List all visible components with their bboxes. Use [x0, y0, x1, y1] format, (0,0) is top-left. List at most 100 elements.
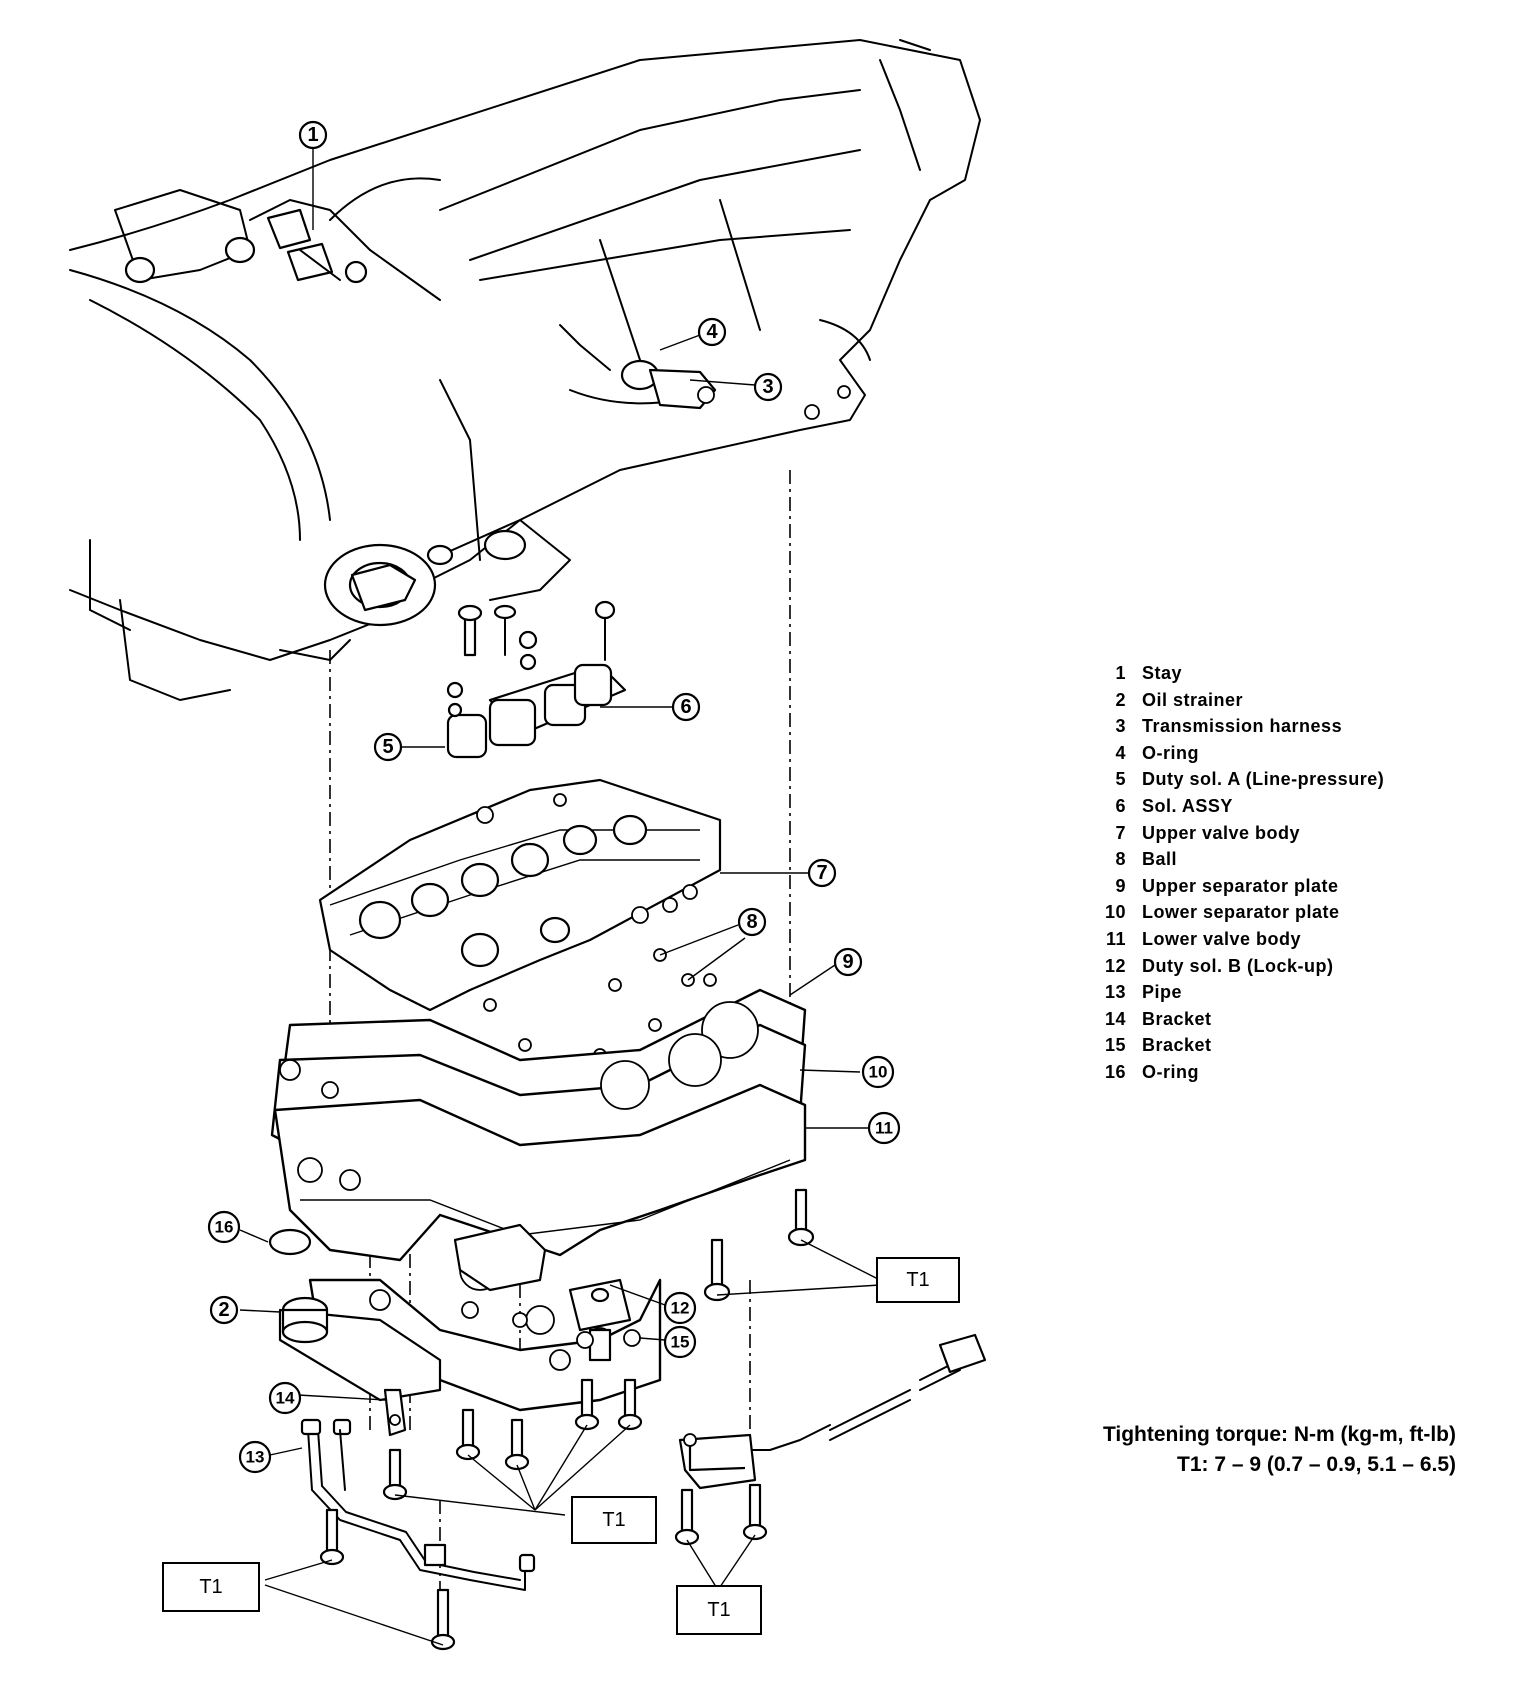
- svg-text:10: 10: [869, 1063, 888, 1082]
- legend-item-number: 1: [1115, 663, 1126, 683]
- legend-item: 4 O-ring: [1092, 740, 1384, 767]
- svg-text:3: 3: [762, 376, 773, 398]
- upper-valve-body: [318, 778, 722, 1012]
- svg-text:2: 2: [218, 1299, 229, 1321]
- callout-5: 5: [373, 732, 403, 762]
- legend-item-label: Ball: [1142, 849, 1178, 870]
- legend-item-number: 13: [1104, 982, 1126, 1003]
- legend-item-label: Lower valve body: [1142, 928, 1302, 949]
- oil-strainer: [268, 1228, 442, 1402]
- torque-t1-spec: T1: 7 – 9 (0.7 – 0.9, 5.1 – 6.5): [1177, 1453, 1456, 1476]
- svg-text:15: 15: [671, 1333, 690, 1352]
- callout-15: 15: [663, 1325, 697, 1359]
- legend-item-label: Lower separator plate: [1142, 902, 1340, 923]
- torque-heading: Tightening torque: N-m (kg-m, ft-lb): [1102, 1423, 1456, 1446]
- legend-item: 14 Bracket: [1092, 1006, 1384, 1033]
- legend-item: 12 Duty sol. B (Lock-up): [1092, 953, 1384, 980]
- svg-text:1: 1: [307, 124, 318, 146]
- pipe: [300, 1388, 536, 1591]
- svg-text:6: 6: [680, 696, 691, 718]
- legend-item-label: Transmission harness: [1142, 716, 1343, 737]
- legend-item-number: 12: [1104, 955, 1126, 976]
- bolts: [319, 604, 815, 1651]
- svg-text:T1: T1: [602, 1509, 625, 1531]
- legend-item: 15 Bracket: [1092, 1032, 1384, 1059]
- legend-item-label: O-ring: [1142, 742, 1199, 763]
- legend-item-number: 7: [1115, 822, 1126, 843]
- solenoid-assembly: [446, 600, 627, 759]
- svg-text:4: 4: [706, 321, 718, 343]
- legend-item: 11 Lower valve body: [1092, 926, 1384, 953]
- svg-text:T1: T1: [906, 1269, 929, 1291]
- parts-legend: 1 Stay 2 Oil strainer 3 Transmission harnes…: [1092, 660, 1384, 1086]
- callout-3: 3: [753, 372, 783, 402]
- t1-box-lower-right: T1: [676, 1585, 762, 1635]
- legend-item-number: 4: [1115, 742, 1126, 763]
- legend-item: 7 Upper valve body: [1092, 820, 1384, 847]
- duty-solenoid-b: [453, 1223, 641, 1362]
- callout-13: 13: [238, 1440, 272, 1474]
- callouts: 1 4 3 6 5 7 8 9 10 11 16 2 12 15 14 13: [207, 120, 901, 1474]
- legend-item-number: 15: [1104, 1035, 1126, 1056]
- t1-labels: T1 T1 T1 T1: [162, 1257, 960, 1635]
- callout-11: 11: [867, 1111, 901, 1145]
- legend-item-number: 2: [1115, 689, 1126, 710]
- legend-item-label: Duty sol. B (Lock-up): [1142, 955, 1334, 976]
- svg-text:14: 14: [276, 1389, 295, 1408]
- legend-item: 2 Oil strainer: [1092, 687, 1384, 714]
- legend-item-label: Upper separator plate: [1142, 875, 1339, 896]
- legend-item-number: 11: [1105, 928, 1126, 949]
- legend-item: 13 Pipe: [1092, 979, 1384, 1006]
- callout-10: 10: [861, 1055, 895, 1089]
- legend-item-number: 9: [1115, 875, 1126, 896]
- callout-14: 14: [268, 1381, 302, 1415]
- legend-item-number: 10: [1104, 902, 1126, 923]
- leader-lines: [239, 148, 881, 1646]
- svg-text:12: 12: [671, 1299, 690, 1318]
- callout-9: 9: [833, 947, 863, 977]
- t1-box-upper-right: T1: [876, 1257, 960, 1303]
- torque-note: Tightening torque: N-m (kg-m, ft-lb) T1:…: [1020, 1420, 1456, 1480]
- legend-item-label: O-ring: [1142, 1061, 1199, 1082]
- legend-item: 5 Duty sol. A (Line-pressure): [1092, 766, 1384, 793]
- legend-item-label: Pipe: [1142, 982, 1183, 1003]
- svg-text:5: 5: [382, 736, 393, 758]
- callout-8: 8: [737, 907, 767, 937]
- svg-text:9: 9: [842, 951, 853, 973]
- legend-item: 9 Upper separator plate: [1092, 873, 1384, 900]
- svg-text:T1: T1: [707, 1599, 730, 1621]
- callout-6: 6: [671, 692, 701, 722]
- legend-item-number: 5: [1115, 769, 1126, 790]
- harness-connector: [678, 1333, 987, 1490]
- legend-item-label: Sol. ASSY: [1142, 795, 1233, 816]
- svg-text:11: 11: [875, 1119, 893, 1138]
- legend-item-label: Duty sol. A (Line-pressure): [1142, 769, 1385, 790]
- legend-item-label: Bracket: [1142, 1008, 1212, 1029]
- svg-text:13: 13: [246, 1448, 265, 1467]
- svg-text:7: 7: [816, 862, 827, 884]
- legend-item-label: Upper valve body: [1142, 822, 1301, 843]
- legend-item-label: Stay: [1142, 663, 1183, 683]
- callout-2: 2: [209, 1295, 239, 1325]
- callout-4: 4: [697, 317, 727, 347]
- legend-item-number: 14: [1104, 1008, 1126, 1029]
- legend-item: 1 Stay: [1092, 660, 1384, 687]
- legend-item-label: Bracket: [1142, 1035, 1212, 1056]
- legend-item-number: 3: [1115, 716, 1126, 737]
- callout-7: 7: [807, 858, 837, 888]
- legend-item: 10 Lower separator plate: [1092, 899, 1384, 926]
- callout-1: 1: [298, 120, 328, 150]
- svg-text:16: 16: [215, 1218, 234, 1237]
- svg-text:8: 8: [746, 911, 757, 933]
- legend-item-number: 16: [1104, 1061, 1126, 1082]
- legend-item: 3 Transmission harness: [1092, 713, 1384, 740]
- legend-item-label: Oil strainer: [1142, 689, 1244, 710]
- t1-box-left: T1: [162, 1562, 260, 1612]
- svg-text:T1: T1: [199, 1576, 222, 1598]
- t1-box-center: T1: [571, 1496, 657, 1544]
- callout-12: 12: [663, 1291, 697, 1325]
- transmission-case: [69, 39, 981, 701]
